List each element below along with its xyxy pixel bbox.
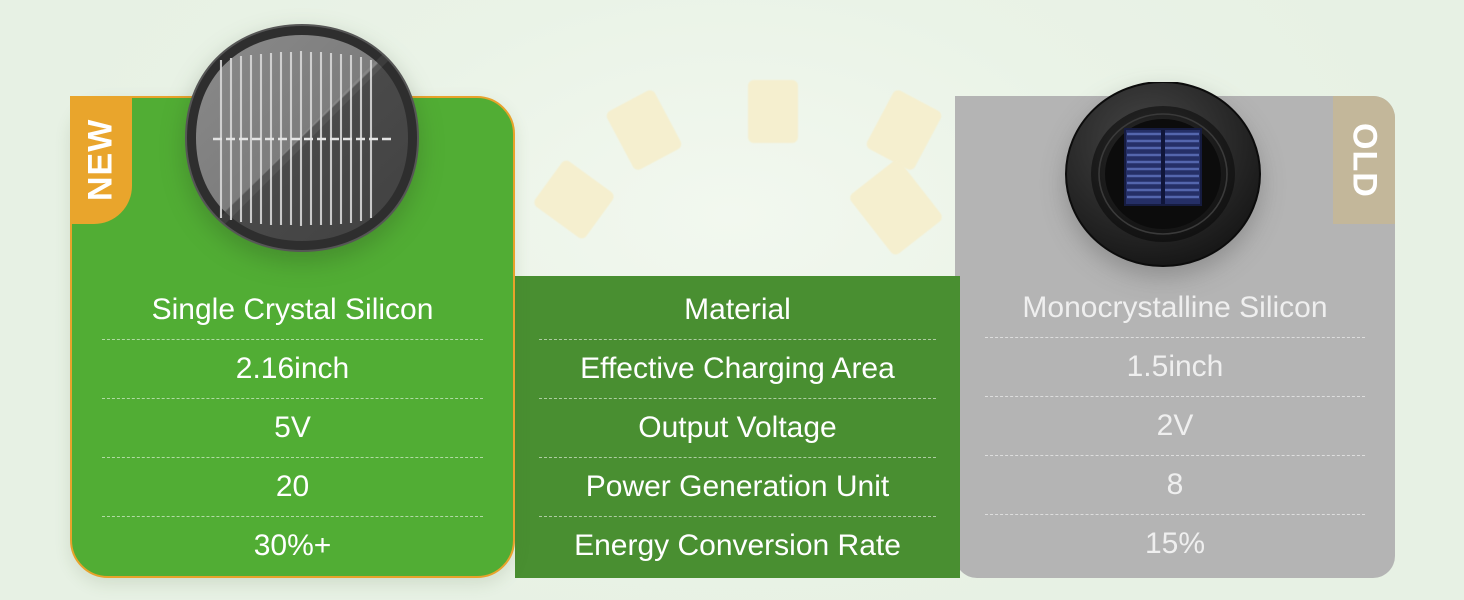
attribute-charging-area: Effective Charging Area <box>580 352 895 385</box>
new-badge-label: NEW <box>81 118 120 202</box>
sun-ray-icon <box>532 158 616 241</box>
old-badge-label: OLD <box>1345 122 1384 198</box>
new-value-conversion-rate: 30%+ <box>253 529 332 562</box>
new-solar-panel-image <box>184 23 420 253</box>
new-value-material: Single Crystal Silicon <box>151 292 434 326</box>
new-product-column: Single Crystal Silicon 2.16inch 5V 20 30… <box>70 96 515 578</box>
new-value-output-voltage: 5V <box>274 411 311 444</box>
new-value-row: 20 <box>102 457 483 516</box>
attribute-row: Power Generation Unit <box>539 457 936 516</box>
attribute-material: Material <box>684 292 791 326</box>
attribute-output-voltage: Output Voltage <box>638 411 837 444</box>
sun-ray-icon <box>864 88 944 172</box>
old-value-row: Monocrystalline Silicon <box>985 278 1365 337</box>
old-value-row: 15% <box>985 514 1365 573</box>
attribute-row: Output Voltage <box>539 398 936 457</box>
old-value-charging-area: 1.5inch <box>1126 350 1224 383</box>
attribute-row: Energy Conversion Rate <box>539 516 936 575</box>
attribute-row: Effective Charging Area <box>539 339 936 398</box>
sun-ray-icon <box>748 80 798 143</box>
lamp-solar-cell <box>1124 128 1202 206</box>
old-value-row: 8 <box>985 455 1365 514</box>
sun-ray-icon <box>847 158 945 257</box>
old-value-material: Monocrystalline Silicon <box>1022 290 1328 324</box>
attribute-column: Material Effective Charging Area Output … <box>515 276 960 578</box>
attribute-list: Material Effective Charging Area Output … <box>515 280 960 575</box>
panel-rim <box>184 23 420 253</box>
lamp-ring-highlight <box>1098 113 1228 235</box>
sun-ray-icon <box>604 88 684 172</box>
panel-gloss <box>186 25 418 251</box>
new-value-row: 5V <box>102 398 483 457</box>
attribute-row: Material <box>539 280 936 339</box>
old-badge: OLD <box>1333 96 1395 224</box>
attribute-conversion-rate: Energy Conversion Rate <box>574 529 901 562</box>
old-value-output-voltage: 2V <box>1156 409 1194 442</box>
old-value-row: 2V <box>985 396 1365 455</box>
new-value-row: 30%+ <box>102 516 483 575</box>
old-value-conversion-rate: 15% <box>1144 527 1206 560</box>
attribute-power-unit: Power Generation Unit <box>585 470 890 503</box>
old-value-row: 1.5inch <box>985 337 1365 396</box>
new-value-power-unit: 20 <box>275 470 310 503</box>
new-value-charging-area: 2.16inch <box>235 352 350 385</box>
old-value-power-unit: 8 <box>1166 468 1184 501</box>
new-values-list: Single Crystal Silicon 2.16inch 5V 20 30… <box>72 280 513 575</box>
lamp-outline <box>1065 82 1261 267</box>
new-value-row: Single Crystal Silicon <box>102 280 483 339</box>
old-values-list: Monocrystalline Silicon 1.5inch 2V 8 15% <box>955 278 1395 573</box>
new-badge: NEW <box>70 96 132 224</box>
old-solar-lamp-image <box>1065 82 1261 267</box>
new-value-row: 2.16inch <box>102 339 483 398</box>
